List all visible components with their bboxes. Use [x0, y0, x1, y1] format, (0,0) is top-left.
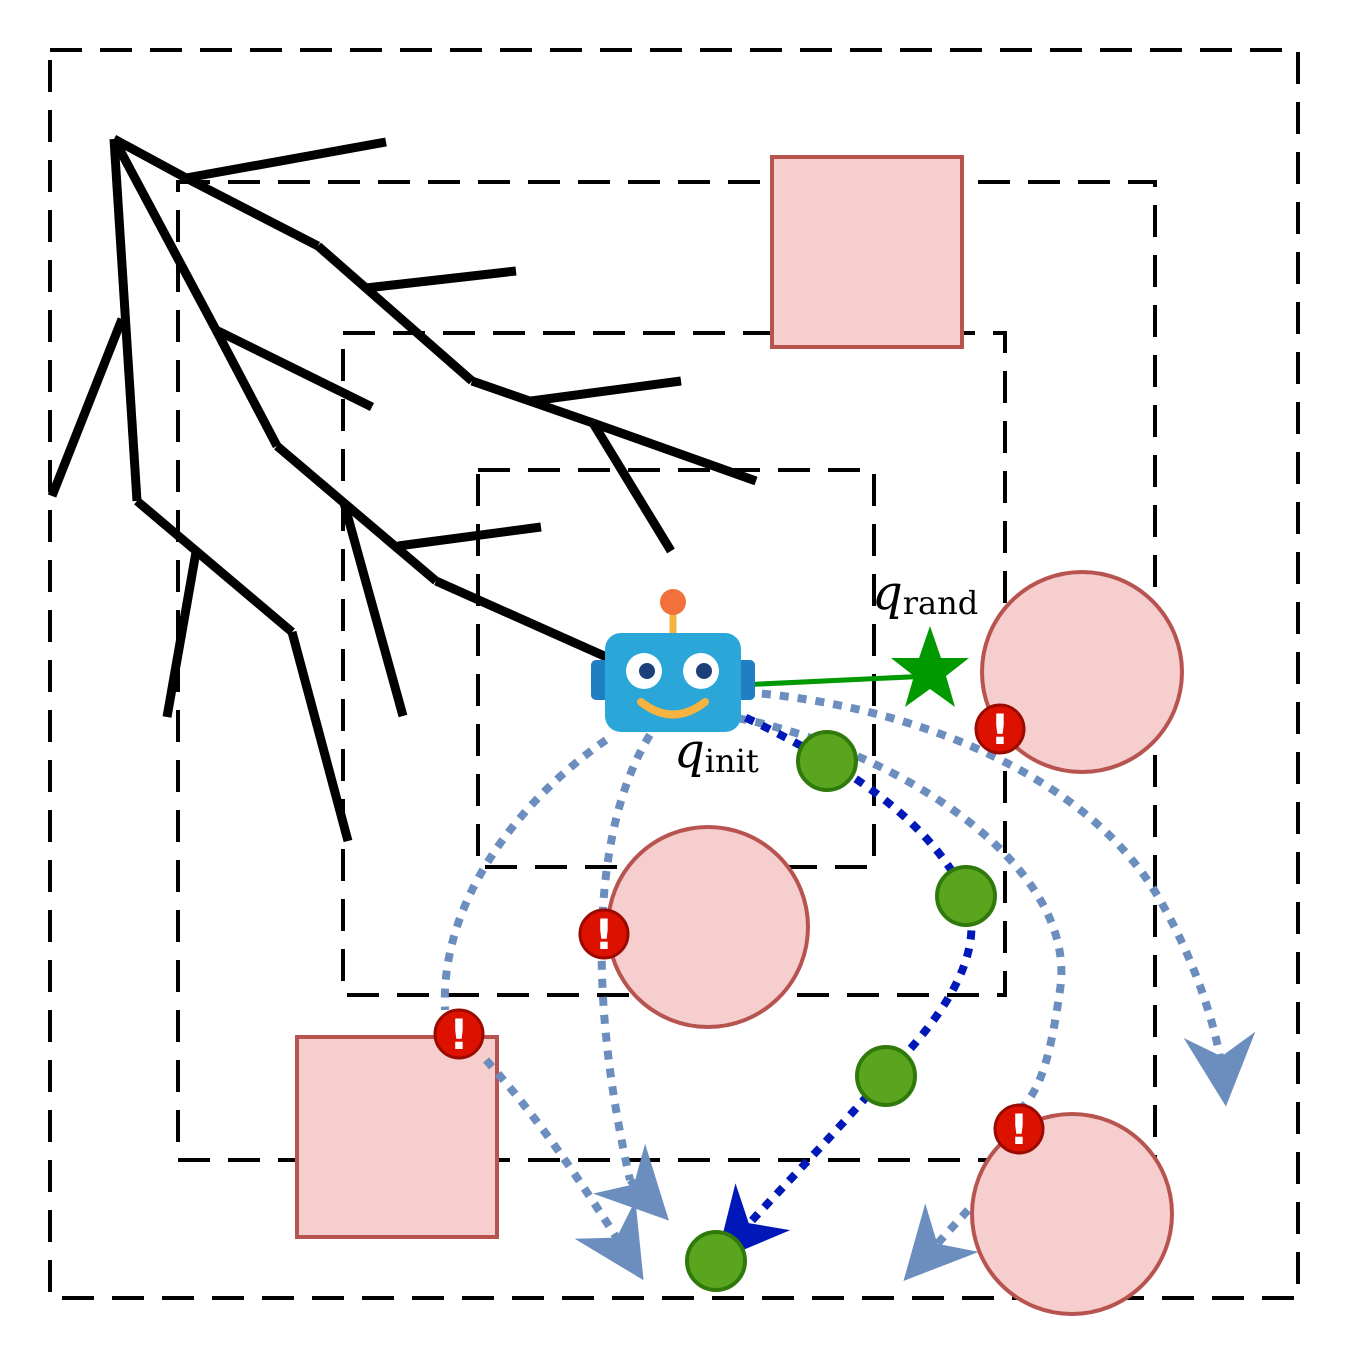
tree-edge — [397, 522, 542, 551]
waypoint-icon — [855, 1045, 917, 1107]
tree-edge — [530, 376, 682, 406]
candidate-path — [440, 736, 609, 1011]
q-rand-label: qrand — [872, 565, 978, 622]
tree-edge — [591, 418, 758, 486]
waypoints — [685, 730, 997, 1292]
tree-edge — [109, 138, 142, 502]
tree-edge — [162, 551, 201, 718]
sampling-region-outer — [48, 48, 1300, 1300]
collision-warnings: ! ! ! ! — [433, 703, 1045, 1155]
warning-icon: ! — [578, 908, 630, 960]
tree-edge — [589, 420, 675, 554]
tree-edge — [212, 327, 281, 449]
candidate-path — [903, 1203, 979, 1281]
robot-icon — [591, 589, 755, 732]
waypoint-icon — [796, 730, 858, 792]
obstacle-square-bottom — [295, 1035, 499, 1239]
tree-edge — [111, 135, 189, 182]
tree-edge — [365, 266, 517, 293]
tree-edge — [287, 630, 353, 843]
tree-edge — [110, 136, 220, 333]
warning-icon: ! — [993, 1103, 1045, 1155]
candidate-path — [719, 711, 1066, 1113]
obstacle-circle-middle — [606, 825, 810, 1029]
tree-edge — [47, 317, 127, 498]
svg-text:!: ! — [990, 705, 1009, 754]
star-icon — [891, 626, 969, 707]
waypoint-icon — [935, 865, 997, 927]
candidate-paths — [440, 686, 1256, 1281]
rrt-tree — [47, 135, 758, 843]
svg-text:!: ! — [1009, 1105, 1028, 1154]
tree-edge — [183, 173, 321, 251]
warning-icon: ! — [433, 1008, 485, 1060]
svg-text:!: ! — [594, 910, 613, 959]
candidate-path — [597, 717, 664, 1181]
tree-edge — [274, 442, 439, 585]
obstacle-circle-right — [980, 570, 1184, 774]
tree-edge — [315, 242, 475, 385]
warning-icon: ! — [974, 703, 1026, 755]
obstacles — [295, 155, 1184, 1316]
candidate-path — [593, 1143, 669, 1221]
tree-edge — [339, 501, 408, 718]
svg-text:!: ! — [449, 1010, 468, 1059]
tree-edge — [134, 497, 295, 636]
tree-edge — [214, 325, 374, 412]
q-init-label: qinit — [674, 723, 759, 780]
obstacle-square-top — [770, 155, 964, 349]
waypoint-icon — [685, 1230, 747, 1292]
tree-edge — [185, 137, 387, 183]
